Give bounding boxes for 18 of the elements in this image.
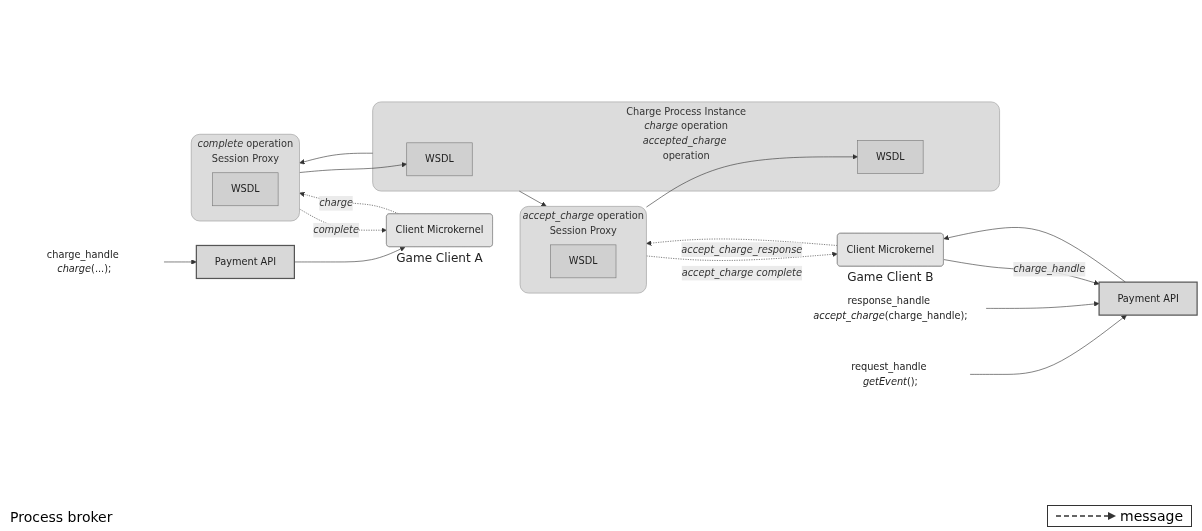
node-text: response_handle accept_charge(charge_handle); [813, 294, 968, 322]
node-box: Payment API [1098, 281, 1198, 316]
node-box: Payment API [195, 244, 295, 280]
node-box: WSDL [550, 244, 617, 279]
edge-label: complete [313, 224, 359, 236]
edge-label: charge_handle [1013, 263, 1086, 275]
edge-label: charge [319, 197, 353, 209]
node-text: charge_handle charge(...); [46, 248, 119, 275]
node-text: request_handle getEvent(); [851, 360, 927, 388]
legend-text: message [1120, 508, 1183, 524]
node-box: WSDL [212, 172, 279, 206]
caption-text: Game Client A [395, 250, 484, 265]
node-box: WSDL [406, 142, 473, 177]
edge-label: accept_charge complete [681, 266, 802, 279]
node-box: WSDL [857, 140, 924, 174]
edge-label: accept_charge_response [681, 243, 803, 256]
caption-text: Game Client B [846, 270, 935, 285]
caption-text: Process broker [10, 509, 113, 525]
